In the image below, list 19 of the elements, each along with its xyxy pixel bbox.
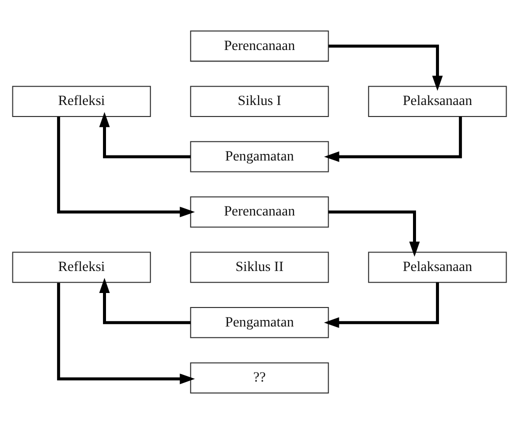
node-box: ?? <box>190 362 329 394</box>
arrow <box>99 278 191 324</box>
arrow <box>328 44 443 91</box>
node-box: Refleksi <box>12 252 151 283</box>
node-box: Pelaksanaan <box>368 86 507 117</box>
node-box: Pengamatan <box>190 307 329 338</box>
node-box: Siklus II <box>190 252 329 283</box>
arrow <box>324 116 462 162</box>
node-box: Perencanaan <box>190 30 329 62</box>
node-box: Pengamatan <box>190 141 329 172</box>
node-box: Refleksi <box>12 86 151 117</box>
arrow <box>99 112 191 158</box>
arrow <box>324 282 439 328</box>
arrow <box>57 116 195 218</box>
node-box: Pelaksanaan <box>368 252 507 283</box>
arrow <box>328 210 420 257</box>
node-box: Perencanaan <box>190 196 329 228</box>
node-box: Siklus I <box>190 86 329 117</box>
arrow <box>57 282 195 384</box>
